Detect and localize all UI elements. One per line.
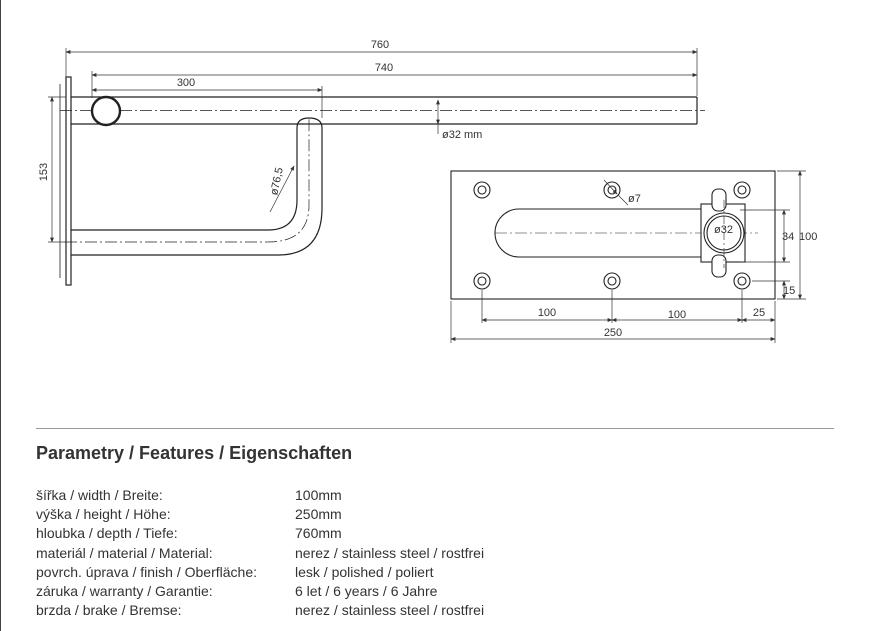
spec-value: 6 let / 6 years / 6 Jahre [295,582,438,599]
side-view-labels: 760 740 300 ø32 mm 153 ø76,5 [38,39,482,196]
slot [494,208,721,258]
spec-label: materiál / material / Material: [36,544,213,561]
spec-row: materiál / material / Material: nerez / … [36,544,484,563]
spec-label: hloubka / depth / Tiefe: [36,525,178,542]
dim-740: 740 [375,62,393,74]
spec-value: nerez / stainless steel / rostfrei [295,544,485,561]
side-view-dimensions [48,48,698,243]
bar-end-ring [90,95,122,127]
mounting-holes [473,181,751,290]
dim-250: 250 [604,327,622,339]
spec-label: záruka / warranty / Garantie: [36,582,213,599]
spec-label: povrch. úprava / finish / Oberfläche: [36,563,257,580]
hole-top-right [733,181,751,199]
dim-34: 34 [782,231,794,243]
spec-value: 100mm [295,487,342,503]
plate-labels: ø7 ø32 100 100 25 250 34 100 15 [538,193,818,339]
spec-value: 250mm [295,506,342,523]
dim-15: 15 [783,285,795,297]
dim-153: 153 [38,163,50,181]
dim-300: 300 [177,77,195,89]
specs-table: šířka / width / Breite: 100mm výška / he… [36,486,484,620]
dim-bend-radius: ø76,5 [268,166,286,196]
dim-100-right: 100 [668,309,686,321]
spec-label: brzda / brake / Bremse: [36,602,182,619]
hole-top-mid [603,181,621,199]
plate-view [450,170,776,300]
spec-row: povrch. úprava / finish / Oberfläche: le… [36,563,484,582]
hole-top-left [473,181,491,199]
arm-centerline [65,118,310,243]
dim-100-height: 100 [799,231,817,243]
spec-label: výška / height / Höhe: [36,506,171,523]
dim-100-left: 100 [538,307,556,319]
technical-drawing: 760 740 300 ø32 mm 153 ø76,5 [38,39,818,343]
dim-760: 760 [371,39,389,51]
spec-row: brzda / brake / Bremse: nerez / stainles… [36,601,484,620]
hole-bottom-mid [603,272,621,290]
arm-outer [71,117,323,256]
specs-title: Parametry / Features / Eigenschaften [36,443,353,463]
spec-row: šířka / width / Breite: 100mm [36,486,484,505]
spec-value: 760mm [295,525,342,542]
dim-tube-diameter: ø32 mm [442,129,482,141]
section-divider [36,428,834,429]
spec-label: šířka / width / Breite: [36,487,163,503]
dim-tube-ring: ø32 [714,224,733,236]
side-view [59,76,705,286]
hole-bottom-left [473,272,491,290]
dim-hole-diameter: ø7 [628,193,641,205]
spec-row: hloubka / depth / Tiefe: 760mm [36,524,484,543]
plate-dimensions [450,170,806,343]
page-edge-line [0,0,1,631]
spec-row: výška / height / Höhe: 250mm [36,505,484,524]
hole-bottom-right [733,272,751,290]
spec-value: lesk / polished / poliert [295,563,434,580]
spec-row: záruka / warranty / Garantie: 6 let / 6 … [36,582,484,601]
dim-25: 25 [753,307,765,319]
spec-value: nerez / stainless steel / rostfrei [295,602,485,619]
wall-plate [65,76,72,286]
